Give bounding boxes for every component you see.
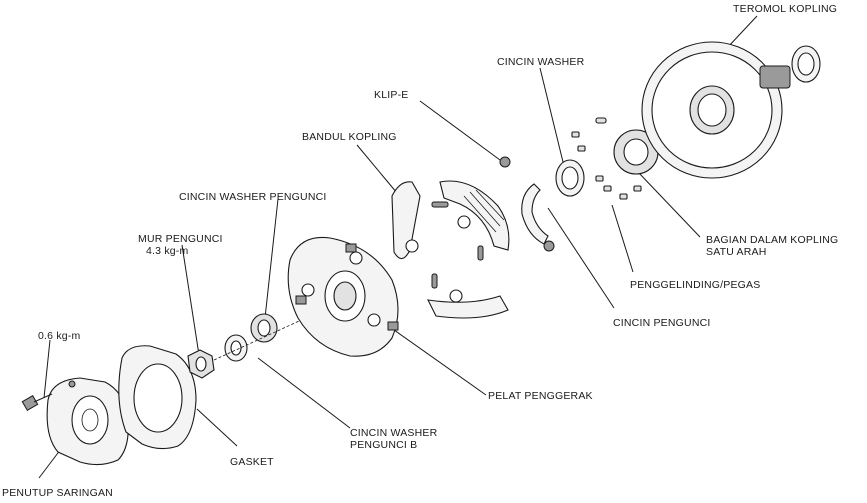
clutch-weight-part — [391, 180, 510, 319]
label-cincin-washer-b: CINCIN WASHER — [350, 427, 438, 439]
small-ring-part — [791, 45, 821, 83]
bolt-part — [21, 393, 53, 412]
snap-ring-part — [521, 183, 549, 245]
clutch-drum-part — [641, 41, 791, 179]
label-cincin-pengunci: CINCIN PENGUNCI — [613, 317, 711, 329]
label-penggelinding-pegas: PENGGELINDING/PEGAS — [630, 279, 761, 291]
label-bandul-kopling: BANDUL KOPLING — [302, 131, 397, 143]
leader-lines — [38, 15, 758, 479]
one-way-clutch-part — [613, 129, 659, 175]
label-cincin-washer-pengunci: CINCIN WASHER PENGUNCI — [179, 191, 327, 203]
e-clip-part — [499, 156, 555, 252]
lock-washer-part — [250, 313, 278, 343]
label-cincin-washer: CINCIN WASHER — [497, 56, 585, 68]
label-pengunci-b: PENGUNCI B — [350, 439, 418, 451]
drive-plate-part — [287, 236, 399, 357]
cover-plate-part — [46, 377, 129, 466]
gasket-part — [118, 345, 197, 450]
rollers-springs-part — [571, 117, 642, 200]
label-mur-pengunci: MUR PENGUNCI — [138, 233, 223, 245]
label-bagian-dalam-kopling: BAGIAN DALAM KOPLING — [706, 234, 839, 246]
washer-b-part — [224, 334, 248, 362]
washer-part — [555, 159, 585, 197]
label-teromol-kopling: TEROMOL KOPLING — [733, 3, 838, 15]
label-mur-pengunci-torque: 4.3 kg-m — [146, 245, 189, 257]
label-klip-e: KLIP-E — [374, 89, 409, 101]
label-pelat-penggerak: PELAT PENGGERAK — [488, 390, 593, 402]
label-gasket: GASKET — [230, 456, 274, 468]
lock-nut-part — [187, 349, 215, 379]
label-satu-arah: SATU ARAH — [706, 246, 767, 258]
label-penutup-saringan: PENUTUP SARINGAN — [2, 487, 113, 499]
label-bolt-torque: 0.6 kg-m — [38, 330, 81, 342]
